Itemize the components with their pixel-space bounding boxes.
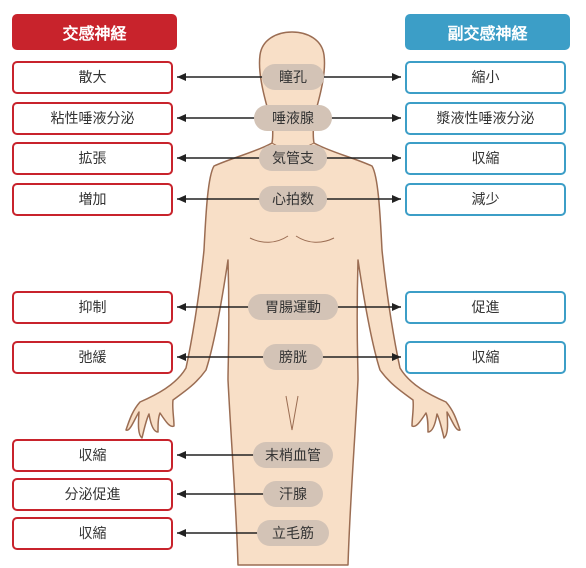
organ-label-4: 胃腸運動	[248, 294, 338, 320]
sympathetic-effect-4: 抑制	[12, 290, 173, 324]
chest-line-left	[249, 235, 289, 243]
parasympathetic-effect-2: 収縮	[405, 141, 566, 175]
parasympathetic-effect-5: 収縮	[405, 340, 566, 374]
parasympathetic-effect-1: 漿液性唾液分泌	[405, 101, 566, 135]
organ-label-2: 気管支	[259, 145, 327, 171]
organ-label-3: 心拍数	[259, 186, 327, 212]
organ-label-6: 末梢血管	[253, 442, 333, 468]
organ-label-0: 瞳孔	[262, 64, 324, 90]
sympathetic-effect-6: 収縮	[12, 438, 173, 472]
sympathetic-effect-8: 収縮	[12, 516, 173, 550]
sympathetic-effect-7: 分泌促進	[12, 477, 173, 511]
chest-line-right	[295, 235, 335, 243]
sympathetic-effect-0: 散大	[12, 60, 173, 94]
parasympathetic-effect-0: 縮小	[405, 60, 566, 94]
sympathetic-effect-1: 粘性唾液分泌	[12, 101, 173, 135]
parasympathetic-header: 副交感神経	[405, 14, 570, 50]
parasympathetic-effect-3: 減少	[405, 182, 566, 216]
parasympathetic-effect-4: 促進	[405, 290, 566, 324]
organ-label-7: 汗腺	[263, 481, 323, 507]
organ-label-8: 立毛筋	[257, 520, 329, 546]
groin-line	[285, 395, 299, 431]
organ-label-5: 膀胱	[263, 344, 323, 370]
sympathetic-effect-5: 弛緩	[12, 340, 173, 374]
sympathetic-header: 交感神経	[12, 14, 177, 50]
sympathetic-effect-2: 拡張	[12, 141, 173, 175]
sympathetic-effect-3: 増加	[12, 182, 173, 216]
organ-label-1: 唾液腺	[254, 105, 332, 131]
